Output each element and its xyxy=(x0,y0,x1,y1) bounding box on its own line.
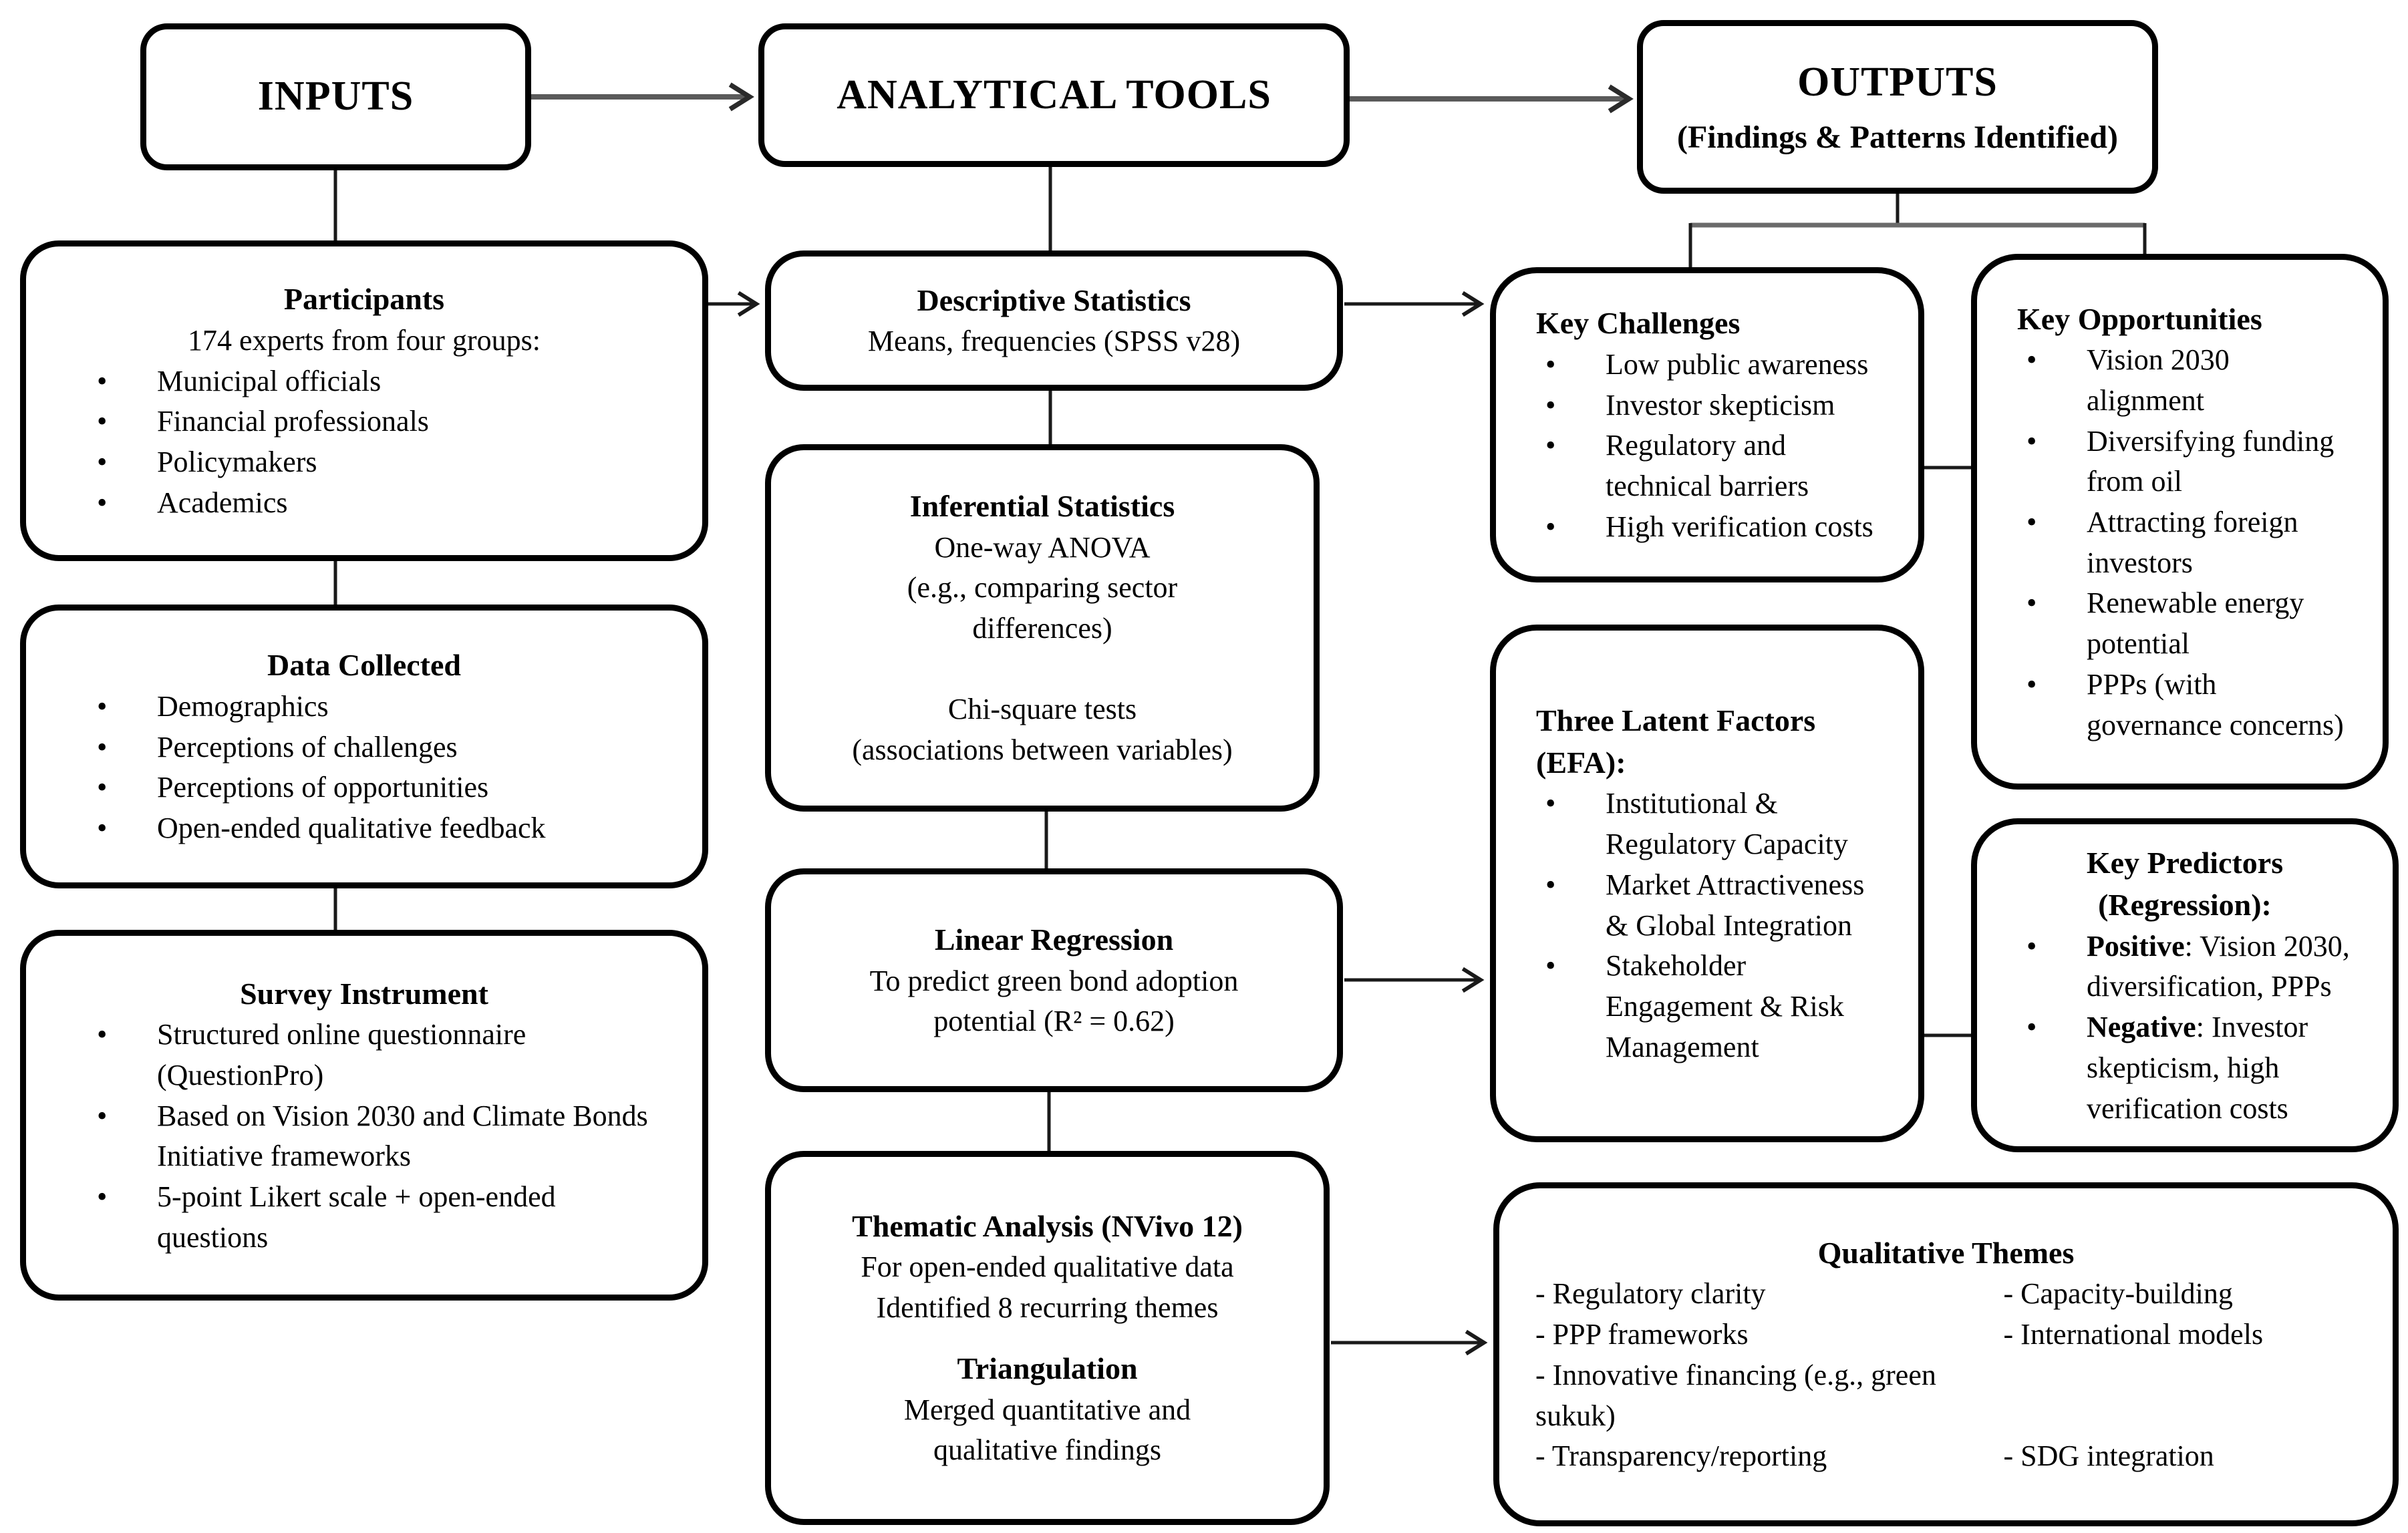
theme-item: - Transparency/reporting xyxy=(1535,1439,1827,1473)
outputs-subtitle: (Findings & Patterns Identified) xyxy=(1677,119,2118,155)
inferential-line: differences) xyxy=(972,612,1112,645)
predictor-text: : Vision 2030, diversification, PPPs xyxy=(2087,929,2350,1003)
predictor-direction: Positive xyxy=(2087,929,2185,963)
thematic-analysis-box: Thematic Analysis (NVivo 12) For open-en… xyxy=(765,1151,1330,1525)
list-item: Municipal officials xyxy=(55,361,673,402)
descriptive-statistics-title: Descriptive Statistics xyxy=(917,283,1191,317)
inputs-box: INPUTS xyxy=(140,23,531,170)
list-item: Investor skepticism xyxy=(1525,385,1889,426)
predictor-direction: Negative xyxy=(2087,1011,2196,1044)
theme-item: - Innovative financing (e.g., green suku… xyxy=(1535,1358,1936,1432)
inferential-statistics-title: Inferential Statistics xyxy=(909,489,1175,524)
list-item: Diversifying funding from oil xyxy=(2006,421,2353,502)
latent-factors-list: Institutional & Regulatory Capacity Mark… xyxy=(1525,784,1889,1067)
qualitative-themes-row: - Innovative financing (e.g., green suku… xyxy=(1529,1355,2363,1436)
key-challenges-box: Key Challenges Low public awareness Inve… xyxy=(1490,267,1924,582)
key-predictors-box: Key Predictors (Regression): Positive: V… xyxy=(1971,818,2399,1152)
linear-regression-line: To predict green bond adoption xyxy=(869,964,1239,997)
spacer xyxy=(800,1329,1294,1348)
key-opportunities-list: Vision 2030 alignment Diversifying fundi… xyxy=(2006,340,2353,745)
predictor-text: : Investor skepticism, high verification… xyxy=(2087,1011,2308,1125)
participants-subtitle: 174 experts from four groups: xyxy=(188,323,541,357)
data-collected-list: Demographics Perceptions of challenges P… xyxy=(55,687,673,849)
list-item: Negative: Investor skepticism, high veri… xyxy=(2006,1007,2363,1129)
key-predictors-title: Key Predictors xyxy=(2086,845,2284,880)
latent-factors-box: Three Latent Factors (EFA): Institutiona… xyxy=(1490,625,1924,1142)
list-item: Institutional & Regulatory Capacity xyxy=(1525,784,1889,864)
triangulation-line: Merged quantitative and xyxy=(903,1393,1191,1426)
analytical-tools-title: ANALYTICAL TOOLS xyxy=(837,71,1271,118)
thematic-line: For open-ended qualitative data xyxy=(861,1250,1234,1284)
linear-regression-title: Linear Regression xyxy=(934,922,1174,957)
list-item: Low public awareness xyxy=(1525,345,1889,385)
list-item: Perceptions of opportunities xyxy=(55,768,673,808)
qualitative-themes-row: - PPP frameworks - International models xyxy=(1529,1315,2363,1355)
list-item: Stakeholder Engagement & Risk Management xyxy=(1525,946,1889,1067)
theme-item xyxy=(2004,1355,2357,1436)
list-item: Market Attractiveness & Global Integrati… xyxy=(1525,865,1889,946)
list-item: Regulatory and technical barriers xyxy=(1525,425,1889,506)
list-item: High verification costs xyxy=(1525,507,1889,548)
triangulation-title: Triangulation xyxy=(957,1351,1138,1386)
key-opportunities-box: Key Opportunities Vision 2030 alignment … xyxy=(1971,254,2389,790)
theme-item: - Regulatory clarity xyxy=(1535,1277,1766,1311)
descriptive-statistics-box: Descriptive Statistics Means, frequencie… xyxy=(765,250,1343,391)
qualitative-themes-row: - Transparency/reporting - SDG integrati… xyxy=(1529,1436,2363,1477)
descriptive-statistics-line: Means, frequencies (SPSS v28) xyxy=(867,325,1241,358)
qualitative-themes-row: - Regulatory clarity - Capacity-building xyxy=(1529,1274,2363,1315)
data-collected-title: Data Collected xyxy=(267,648,461,683)
list-item: Financial professionals xyxy=(55,401,673,442)
survey-instrument-list: Structured online questionnaire (Questio… xyxy=(55,1015,673,1258)
list-item: Policymakers xyxy=(55,442,673,483)
list-item: Renewable energy potential xyxy=(2006,583,2353,664)
participants-box: Participants 174 experts from four group… xyxy=(20,240,708,561)
triangulation-line: qualitative findings xyxy=(933,1433,1161,1467)
list-item: Open-ended qualitative feedback xyxy=(55,808,673,849)
key-challenges-list: Low public awareness Investor skepticism… xyxy=(1525,345,1889,548)
key-predictors-title2: (Regression): xyxy=(2098,888,2272,922)
list-item: Academics xyxy=(55,483,673,524)
theme-item: - International models xyxy=(2003,1318,2264,1351)
inferential-line: Chi-square tests xyxy=(947,693,1137,726)
list-item: Based on Vision 2030 and Climate Bonds I… xyxy=(55,1096,673,1177)
key-opportunities-title: Key Opportunities xyxy=(2017,301,2262,336)
theme-item: - PPP frameworks xyxy=(1535,1318,1749,1351)
inferential-line: (associations between variables) xyxy=(852,733,1233,767)
qualitative-themes-box: Qualitative Themes - Regulatory clarity … xyxy=(1493,1182,2399,1526)
list-item: Perceptions of challenges xyxy=(55,727,673,768)
list-item: Positive: Vision 2030, diversification, … xyxy=(2006,926,2363,1007)
analytical-tools-box: ANALYTICAL TOOLS xyxy=(758,23,1350,167)
key-challenges-title: Key Challenges xyxy=(1536,306,1741,341)
outputs-title: OUTPUTS xyxy=(1797,59,1998,106)
latent-factors-title: Three Latent Factors xyxy=(1536,703,1816,737)
inferential-line: One-way ANOVA xyxy=(934,530,1151,564)
inferential-statistics-box: Inferential Statistics One-way ANOVA (e.… xyxy=(765,444,1320,812)
survey-instrument-box: Survey Instrument Structured online ques… xyxy=(20,930,708,1301)
data-collected-box: Data Collected Demographics Perceptions … xyxy=(20,605,708,888)
theme-item: - Capacity-building xyxy=(2003,1277,2233,1311)
participants-title: Participants xyxy=(283,282,445,317)
participants-list: Municipal officials Financial profession… xyxy=(55,361,673,524)
theme-item: - SDG integration xyxy=(2003,1439,2214,1473)
inferential-line: (e.g., comparing sector xyxy=(907,571,1178,605)
inputs-title: INPUTS xyxy=(257,73,414,120)
list-item: PPPs (with governance concerns) xyxy=(2006,665,2353,745)
list-item: Vision 2030 alignment xyxy=(2006,340,2353,421)
key-predictors-list: Positive: Vision 2030, diversification, … xyxy=(2006,926,2363,1130)
inferential-line xyxy=(800,649,1284,690)
latent-factors-title2: (EFA): xyxy=(1536,745,1626,780)
list-item: Structured online questionnaire (Questio… xyxy=(55,1015,673,1095)
list-item: 5-point Likert scale + open-ended questi… xyxy=(55,1177,673,1258)
outputs-box: OUTPUTS (Findings & Patterns Identified) xyxy=(1637,20,2158,194)
linear-regression-box: Linear Regression To predict green bond … xyxy=(765,868,1343,1092)
list-item: Attracting foreign investors xyxy=(2006,502,2353,583)
qualitative-themes-title: Qualitative Themes xyxy=(1817,1235,2075,1270)
survey-instrument-title: Survey Instrument xyxy=(240,976,488,1011)
thematic-line: Identified 8 recurring themes xyxy=(876,1291,1219,1324)
linear-regression-line: potential (R² = 0.62) xyxy=(933,1005,1175,1038)
list-item: Demographics xyxy=(55,687,673,727)
thematic-analysis-title: Thematic Analysis (NVivo 12) xyxy=(852,1208,1243,1243)
